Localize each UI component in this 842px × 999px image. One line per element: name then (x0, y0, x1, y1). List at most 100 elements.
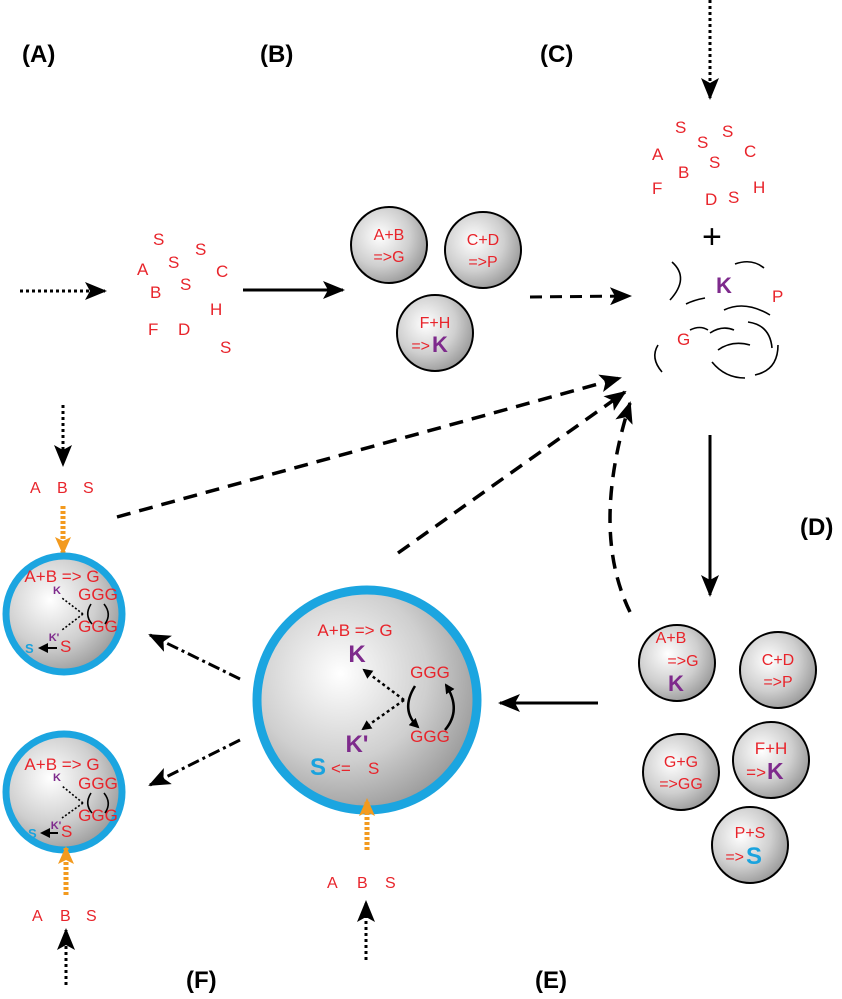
catalyst-k: K (716, 273, 732, 298)
molecule-h: H (210, 300, 222, 319)
panel-label-a: (A) (22, 41, 55, 68)
food-inflow-e: A B S (327, 798, 396, 892)
molecule-a: A (137, 260, 149, 279)
reaction-cell-fh-k: F+H => K (732, 721, 810, 799)
molecule-h: H (753, 178, 765, 197)
molecule-b: B (57, 480, 68, 497)
ggg-top: GGG (78, 585, 118, 604)
reaction-label: C+D (467, 232, 499, 249)
conversion-arrow: <= (331, 759, 351, 778)
reaction-cell-cd: C+D =>P (444, 211, 522, 289)
catalyst-k: K (767, 758, 784, 784)
molecule-s: S (675, 118, 686, 137)
arrow-e-to-c (396, 390, 627, 555)
ggg-bottom: GGG (410, 727, 450, 746)
molecule-c: C (216, 262, 228, 281)
molecule-s: S (368, 759, 379, 778)
reaction-cell-gg: G+G =>GG (642, 733, 720, 811)
molecule-s: S (180, 275, 191, 294)
division-arrow-bottom (148, 738, 241, 787)
reaction-label: A+B => G (317, 621, 392, 640)
catalyst-k-prime: K' (51, 820, 62, 832)
ggg-top: GGG (410, 663, 450, 682)
reaction-product: =>GG (659, 776, 703, 793)
molecule-s: S (86, 908, 97, 925)
surfactant-s: S (310, 754, 326, 781)
reaction-label: A+B (656, 630, 687, 647)
ggg-top: GGG (78, 774, 118, 793)
surfactant-s: S (28, 826, 37, 841)
catalyst-k: K (53, 585, 61, 597)
molecule-s: S (220, 338, 231, 357)
food-pool-f-bottom: A B S (32, 908, 97, 925)
catalyst-k-prime: K' (345, 731, 368, 758)
arrow-d-to-c (608, 401, 633, 613)
molecule-s: S (385, 875, 396, 892)
reaction-cell-cd: C+D =>P (739, 631, 817, 709)
molecule-s: S (709, 153, 720, 172)
molecule-c: C (744, 142, 756, 161)
reaction-product: => (746, 763, 766, 782)
reaction-label: C+D (762, 652, 794, 669)
catalyst-k: K (668, 671, 684, 696)
food-pool-f-top: A B S (30, 480, 94, 497)
molecule-p: P (772, 287, 783, 306)
panel-label-c: (C) (540, 41, 573, 68)
protocell-e: A+B => G K GGG GGG K' S <= S (252, 585, 482, 815)
reaction-product: =>P (763, 674, 792, 691)
surfactant-s: S (25, 641, 34, 656)
reaction-label: A+B => G (24, 755, 99, 774)
molecule-f: F (652, 179, 662, 198)
arrow-f-to-c (116, 374, 622, 519)
reaction-cell-ab-k: A+B =>G K (638, 624, 716, 702)
catalyst-k-prime: K' (49, 632, 60, 644)
protocell-f-top: A+B => G K GGG GGG K' S S (2, 552, 126, 676)
panel-label-d: (D) (800, 514, 833, 541)
molecule-b: B (150, 283, 161, 302)
molecule-d: D (705, 190, 717, 209)
panel-label-b: (B) (260, 41, 293, 68)
molecule-s: S (83, 480, 94, 497)
catalyst-k: K (53, 772, 61, 784)
reaction-label: A+B (374, 227, 405, 244)
arrow-b-to-c (529, 287, 632, 306)
molecule-a: A (30, 480, 41, 497)
food-pool-c: S S S A C S B F H D S (652, 118, 765, 209)
molecule-d: D (178, 320, 190, 339)
molecule-s: S (168, 253, 179, 272)
molecule-b: B (678, 163, 689, 182)
molecule-s: S (60, 637, 71, 656)
molecule-s: S (728, 188, 739, 207)
plus-sign: + (702, 218, 722, 256)
reaction-cell-ab: A+B =>G (350, 206, 428, 284)
catalyst-k: K (432, 332, 448, 357)
molecule-s: S (195, 240, 206, 259)
molecule-a: A (652, 145, 664, 164)
molecule-a: A (32, 908, 43, 925)
reaction-product: =>G (667, 653, 698, 670)
broken-membrane-mix (654, 260, 779, 379)
food-pool-b: S S A S C B S H F D S (137, 230, 231, 357)
reaction-cell-ps: P+S => S (711, 806, 789, 884)
protocell-f-bottom: A+B => G K GGG GGG K' S S (2, 730, 126, 854)
reaction-label: P+S (735, 825, 766, 842)
reaction-label: G+G (664, 754, 698, 771)
molecule-s: S (697, 133, 708, 152)
molecule-a: A (327, 875, 338, 892)
reaction-product: =>P (468, 254, 497, 271)
surfactant-s: S (746, 843, 762, 870)
molecule-s: S (722, 122, 733, 141)
molecule-s: S (153, 230, 164, 249)
reaction-label: A+B => G (24, 567, 99, 586)
ggg-bottom: GGG (78, 806, 118, 825)
ggg-bottom: GGG (78, 617, 118, 636)
catalyst-k: K (348, 641, 366, 668)
molecule-f: F (148, 320, 158, 339)
reaction-cell-fh: F+H => K (396, 294, 474, 372)
reaction-product: => (725, 849, 744, 866)
molecule-b: B (357, 875, 368, 892)
division-arrow-top (148, 633, 241, 681)
molecule-b: B (60, 908, 71, 925)
reaction-label: F+H (420, 315, 451, 332)
